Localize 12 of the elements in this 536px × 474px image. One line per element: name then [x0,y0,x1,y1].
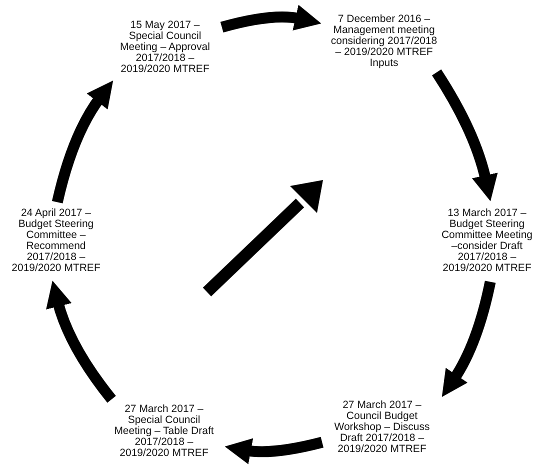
step-label: 7 December 2016 – Management meeting considering 2017/2018 – 2019/2020 MTREF Inputs [328,14,440,70]
step-label: 27 March 2017 – Special Council Meeting – Table Draft 2017/2018 – 2019/2020 MTREF [110,404,218,460]
curved-block-arrow [46,280,116,403]
curved-block-arrow [52,80,113,204]
curved-block-arrow [432,69,498,202]
curved-block-arrow [442,280,496,398]
step-label: 15 May 2017 – Special Council Meeting – Approval 2017/2018 – 2019/2020 MTREF [112,20,218,76]
step-label: 24 April 2017 – Budget Steering Committee – Recommend 2017/2018 – 2019/2020 MTREF [4,208,108,274]
step-label: 13 March 2017 – Budget Steering Committee Meeting –consider Draft 2017/2018 – 2019/2020 MTREF [438,208,536,274]
curved-block-arrow [224,436,324,464]
step-label: 27 March 2017 – Council Budget Workshop – Discuss Draft 2017/2018 – 2019/2020 MTREF [326,400,438,456]
curved-block-arrow [220,4,322,32]
